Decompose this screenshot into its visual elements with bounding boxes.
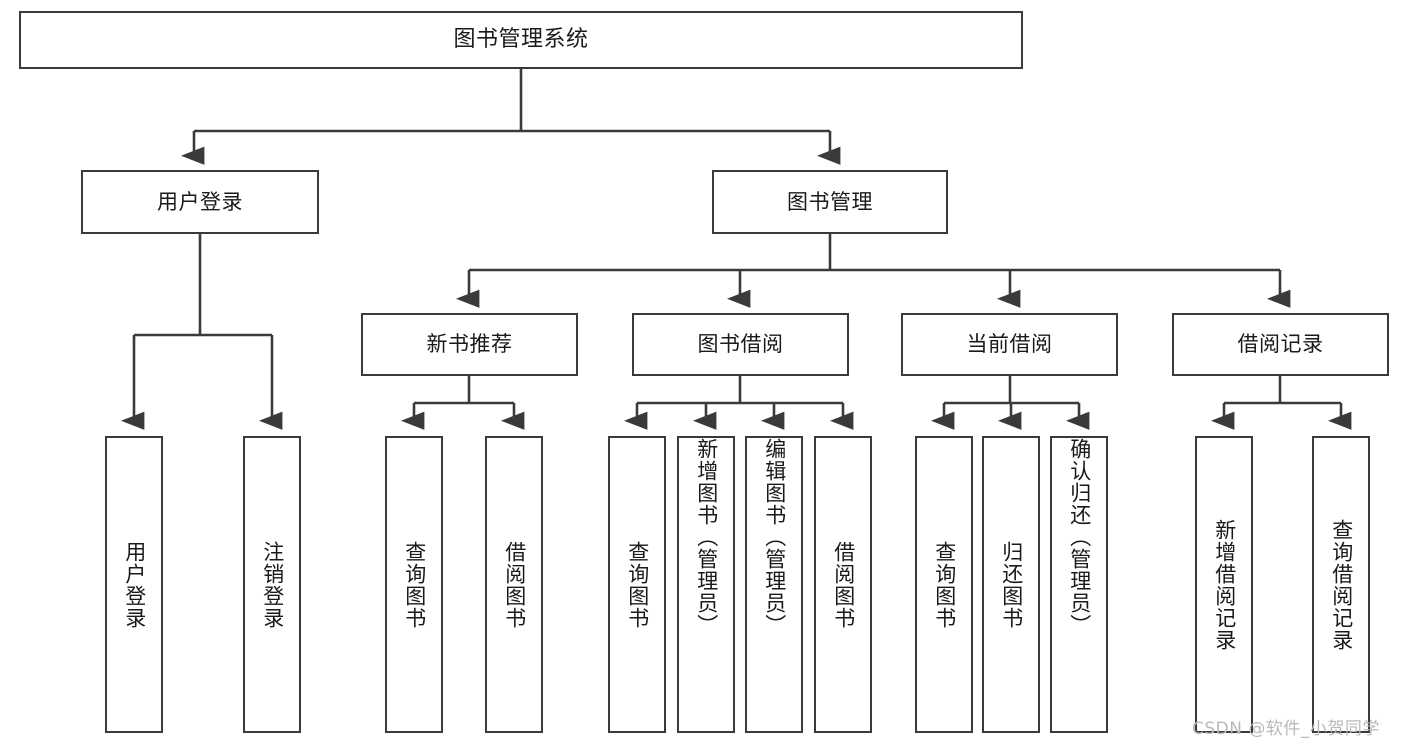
node-label: 确认归还（管理员）	[1067, 438, 1092, 636]
node-leaf-query-book-borrow[interactable]: 查询图书	[608, 436, 666, 733]
node-leaf-add-book[interactable]: 新增图书（管理员）	[677, 436, 735, 733]
node-label: 查询图书	[625, 540, 650, 629]
node-book-borrow[interactable]: 图书借阅	[632, 313, 849, 376]
node-label: 图书借阅	[697, 332, 784, 357]
node-label: 查询图书	[402, 540, 427, 629]
node-label: 用户登录	[157, 189, 243, 214]
node-leaf-borrow-book[interactable]: 借阅图书	[814, 436, 872, 733]
node-label: 借阅图书	[502, 540, 527, 629]
node-leaf-edit-book[interactable]: 编辑图书（管理员）	[745, 436, 803, 733]
node-leaf-confirm-return[interactable]: 确认归还（管理员）	[1050, 436, 1108, 733]
node-leaf-query-book-recommend[interactable]: 查询图书	[385, 436, 443, 733]
node-label: 图书管理	[787, 189, 873, 214]
node-leaf-query-book-current[interactable]: 查询图书	[915, 436, 973, 733]
node-book-management[interactable]: 图书管理	[712, 170, 948, 234]
node-label: 编辑图书（管理员）	[762, 438, 787, 636]
node-label: 新书推荐	[426, 332, 513, 357]
node-label: 新增借阅记录	[1212, 518, 1237, 651]
node-label: 归还图书	[999, 540, 1024, 629]
node-user-login[interactable]: 用户登录	[81, 170, 319, 234]
node-label: 借阅图书	[831, 540, 856, 629]
node-current-borrow[interactable]: 当前借阅	[901, 313, 1118, 376]
node-root-book-management-system[interactable]: 图书管理系统	[19, 11, 1023, 69]
node-label: 查询图书	[932, 540, 957, 629]
node-label: 借阅记录	[1237, 332, 1324, 357]
node-label: 用户登录	[122, 540, 147, 629]
node-leaf-borrow-book-recommend[interactable]: 借阅图书	[485, 436, 543, 733]
node-leaf-add-borrow-record[interactable]: 新增借阅记录	[1195, 436, 1253, 733]
node-leaf-user-login[interactable]: 用户登录	[105, 436, 163, 733]
node-new-book-recommend[interactable]: 新书推荐	[361, 313, 578, 376]
node-label: 图书管理系统	[453, 27, 589, 53]
node-borrow-record[interactable]: 借阅记录	[1172, 313, 1389, 376]
node-label: 查询借阅记录	[1329, 518, 1354, 651]
node-label: 注销登录	[260, 540, 285, 629]
node-leaf-return-book[interactable]: 归还图书	[982, 436, 1040, 733]
node-label: 当前借阅	[966, 332, 1053, 357]
node-label: 新增图书（管理员）	[694, 438, 719, 636]
node-leaf-logout[interactable]: 注销登录	[243, 436, 301, 733]
watermark: CSDN @软件_小贺同学	[1192, 719, 1380, 739]
node-leaf-query-borrow-record[interactable]: 查询借阅记录	[1312, 436, 1370, 733]
